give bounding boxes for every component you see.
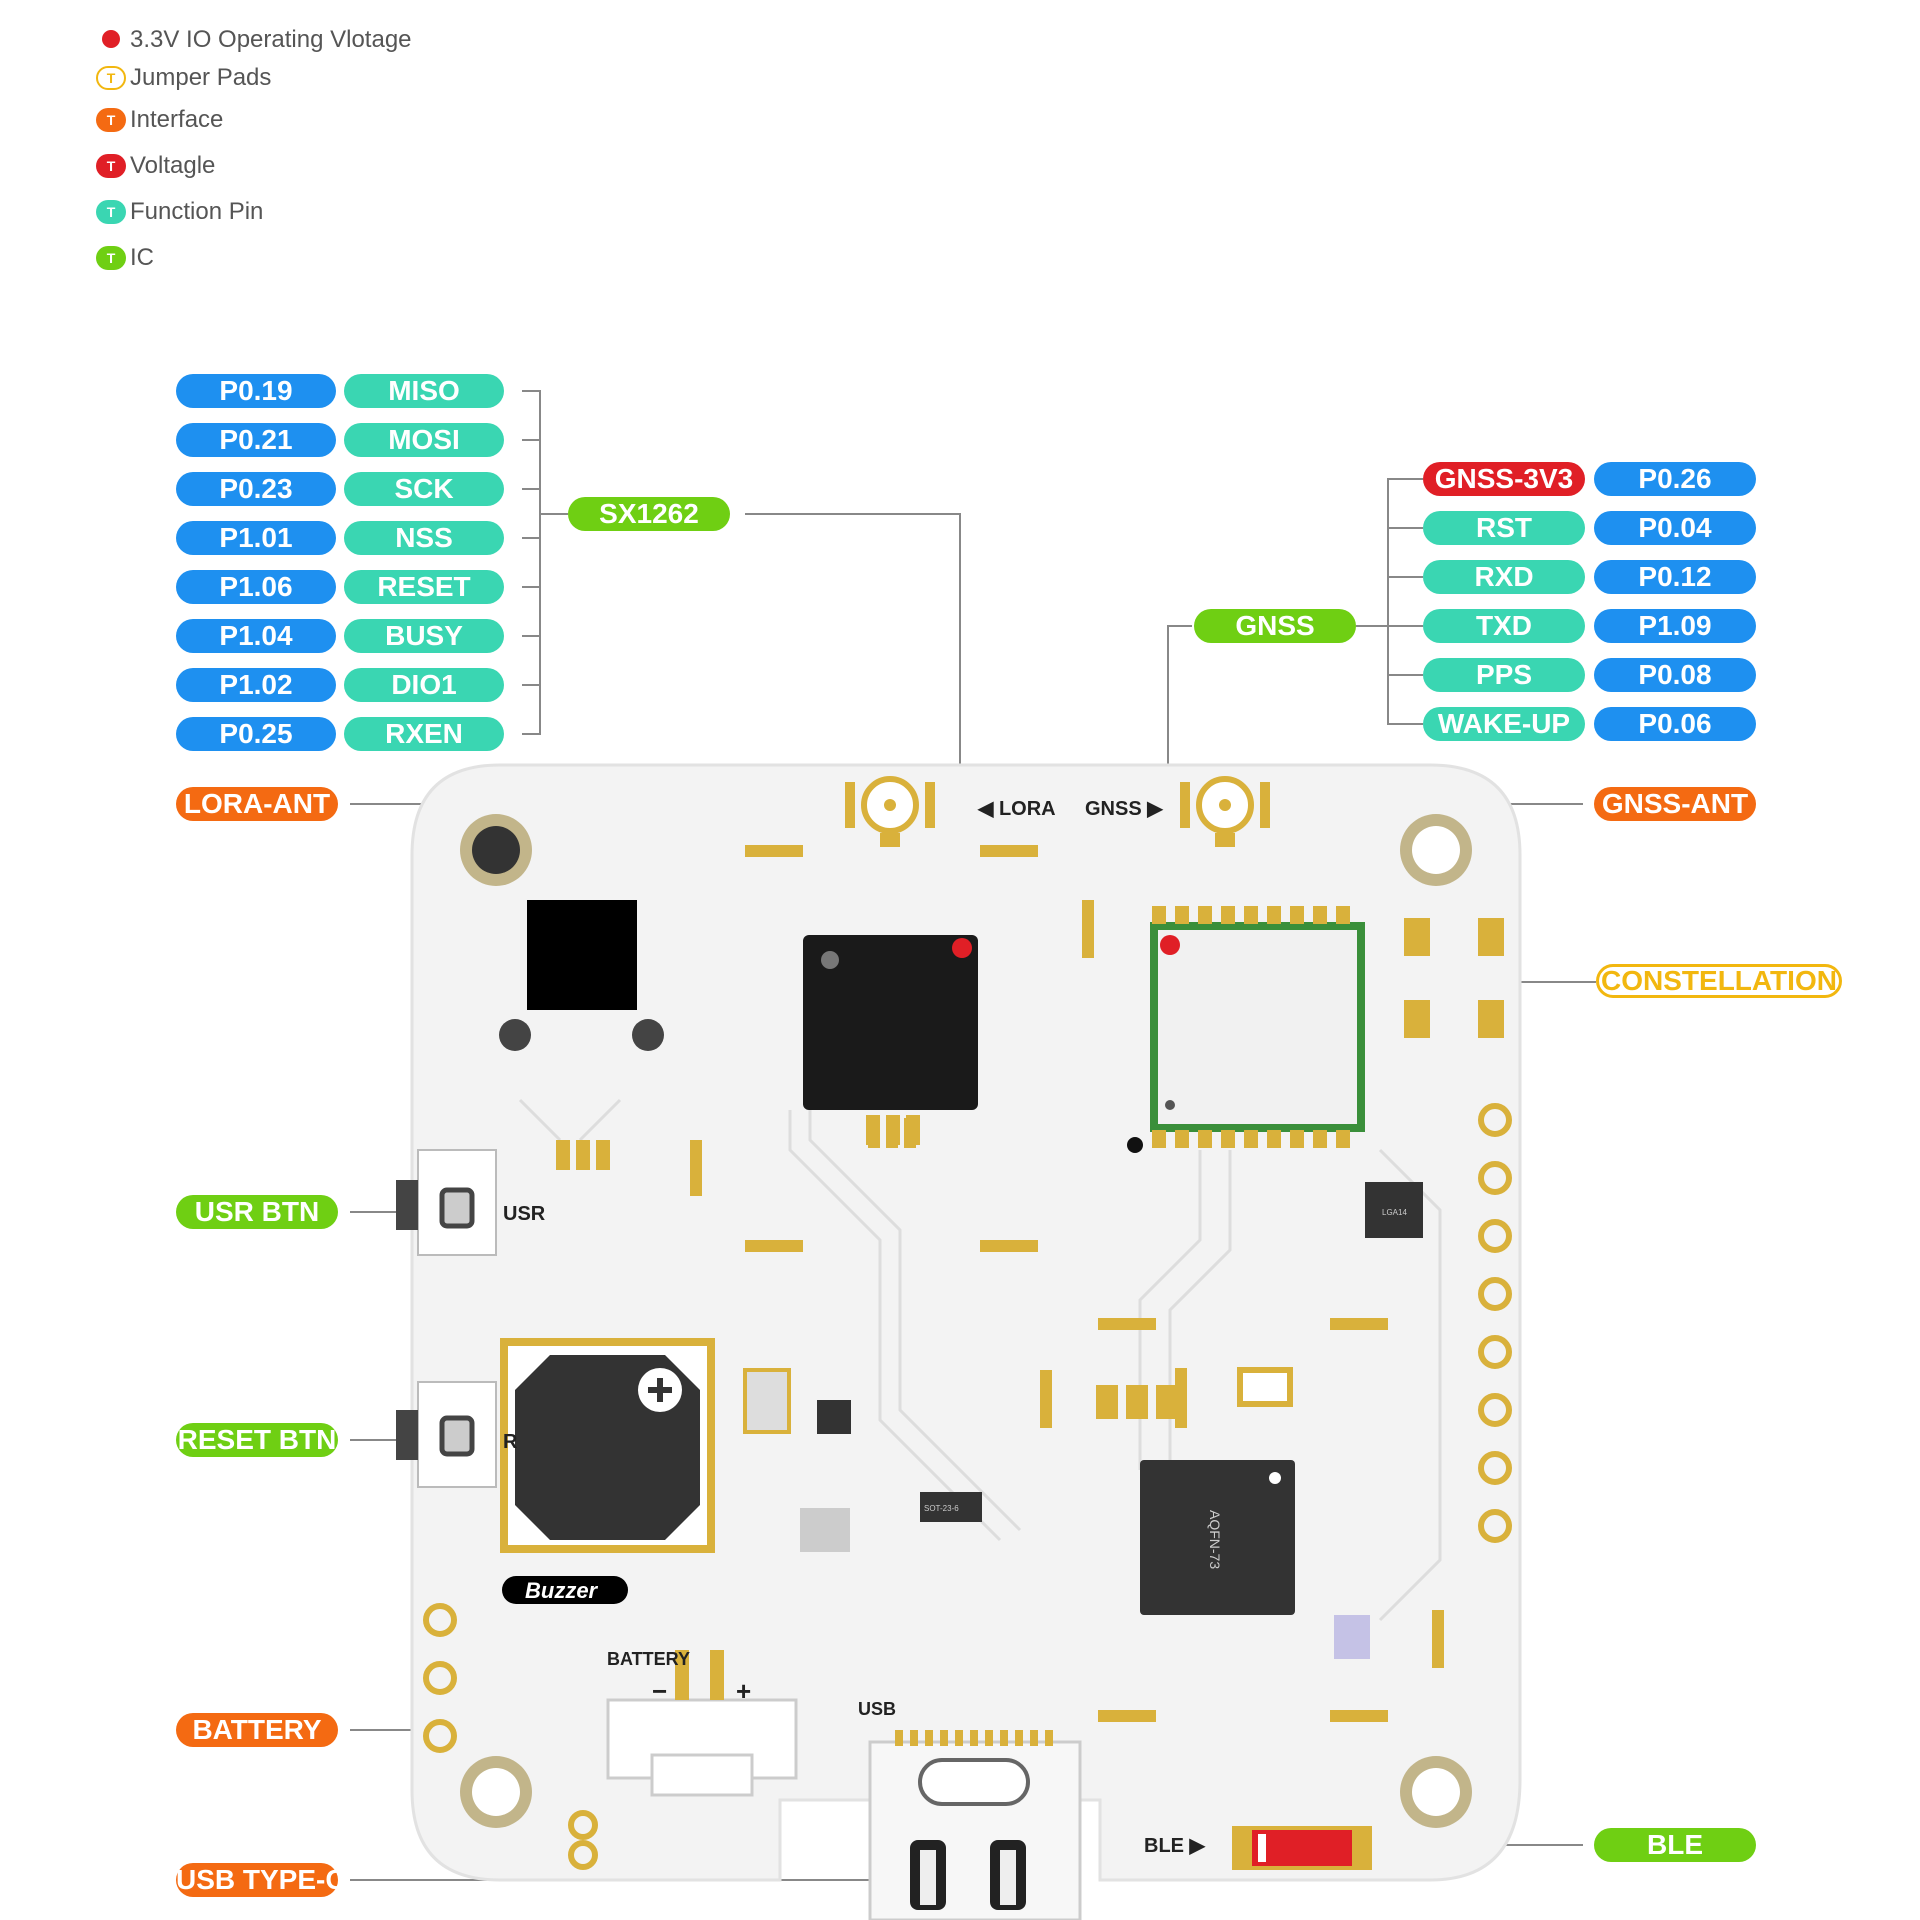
ble-antenna	[1232, 1826, 1372, 1870]
gnss-ant-connector	[1180, 776, 1270, 847]
battery-plus: +	[736, 1676, 751, 1706]
sx1262-func-6: DIO1	[344, 668, 504, 702]
mcu-label: AQFN-73	[1207, 1510, 1223, 1569]
gnss-gpio-2: P0.12	[1594, 560, 1756, 594]
gnss-gpio-0: P0.26	[1594, 462, 1756, 496]
sx1262-func-1: MOSI	[344, 423, 504, 457]
ic-badge-icon: T	[96, 246, 126, 270]
gnss-func-0: GNSS-3V3	[1423, 462, 1585, 496]
red-dot-icon	[952, 938, 972, 958]
gnss-func-4: PPS	[1423, 658, 1585, 692]
gnss-func-5: WAKE-UP	[1423, 707, 1585, 741]
lora-ant-connector	[845, 776, 935, 847]
reset-btn-callout: RESET BTN	[176, 1423, 338, 1457]
sot-label: SOT-23-6	[924, 1504, 959, 1513]
sx1262-gpio-4: P1.06	[176, 570, 336, 604]
sx1262-gpio-5: P1.04	[176, 619, 336, 653]
usr-btn-switch	[396, 1149, 497, 1256]
reset-silk: R	[503, 1431, 518, 1453]
mounting-holes	[460, 814, 1472, 1828]
usr-btn-callout: USR BTN	[176, 1195, 338, 1229]
reset-btn-switch	[396, 1381, 497, 1488]
lora-ant-callout: LORA-ANT	[176, 787, 338, 821]
sot-chip	[920, 1492, 982, 1522]
battery-silk: BATTERY	[607, 1649, 690, 1669]
jumper-badge-icon: T	[96, 66, 126, 90]
interface-badge-icon: T	[96, 108, 126, 132]
sx1262-func-0: MISO	[344, 374, 504, 408]
ble-callout: BLE	[1594, 1828, 1756, 1862]
sx1262-chip	[803, 935, 978, 1110]
gnss-label: GNSS	[1194, 609, 1356, 643]
gnss-gpio-1: P0.04	[1594, 511, 1756, 545]
sx1262-gpio-3: P1.01	[176, 521, 336, 555]
red-dot-icon	[1160, 935, 1180, 955]
sensor-chip	[527, 900, 637, 1010]
usr-silk: USR	[503, 1203, 546, 1225]
gnss-func-1: RST	[1423, 511, 1585, 545]
sx1262-gpio-2: P0.23	[176, 472, 336, 506]
sx1262-gpio-1: P0.21	[176, 423, 336, 457]
header-pins	[423, 1103, 1512, 1870]
gnss-ant-callout: GNSS-ANT	[1594, 787, 1756, 821]
sx1262-func-5: BUSY	[344, 619, 504, 653]
red-dot-icon	[102, 30, 120, 48]
sx1262-func-2: SCK	[344, 472, 504, 506]
buzzer-label: Buzzer	[525, 1578, 599, 1603]
sx1262-label: SX1262	[568, 497, 730, 531]
battery-callout: BATTERY	[176, 1713, 338, 1747]
buzzer	[500, 1338, 715, 1604]
battery-connector	[606, 1650, 798, 1797]
function-badge-icon: T	[96, 200, 126, 224]
lora-mark: ◀ LORA	[977, 798, 1056, 820]
gnss-mark: GNSS ▶	[1085, 798, 1164, 820]
gnss-gpio-3: P1.09	[1594, 609, 1756, 643]
hole-icon	[472, 826, 520, 874]
usb-c-connector	[868, 1730, 1082, 1920]
usb-silk: USB	[858, 1699, 896, 1719]
sx1262-func-3: NSS	[344, 521, 504, 555]
lga14-label: LGA14	[1382, 1208, 1407, 1217]
gnss-gpio-4: P0.08	[1594, 658, 1756, 692]
constellation-callout: CONSTELLATION	[1596, 964, 1842, 998]
usb-typec-callout: USB TYPE-C	[176, 1863, 346, 1897]
sx1262-gpio-6: P1.02	[176, 668, 336, 702]
mcu-chip	[1140, 1460, 1295, 1615]
sx1262-gpio-0: P0.19	[176, 374, 336, 408]
gnss-func-2: RXD	[1423, 560, 1585, 594]
sx1262-gpio-7: P0.25	[176, 717, 336, 751]
gnss-func-3: TXD	[1423, 609, 1585, 643]
ble-mark: BLE ▶	[1144, 1835, 1207, 1857]
sx1262-bracket	[522, 390, 961, 955]
voltage-badge-icon: T	[96, 154, 126, 178]
sx1262-func-4: RESET	[344, 570, 504, 604]
lga14-chip	[1365, 1182, 1423, 1238]
sx1262-func-7: RXEN	[344, 717, 504, 751]
gnss-gpio-5: P0.06	[1594, 707, 1756, 741]
battery-minus: −	[652, 1676, 667, 1706]
